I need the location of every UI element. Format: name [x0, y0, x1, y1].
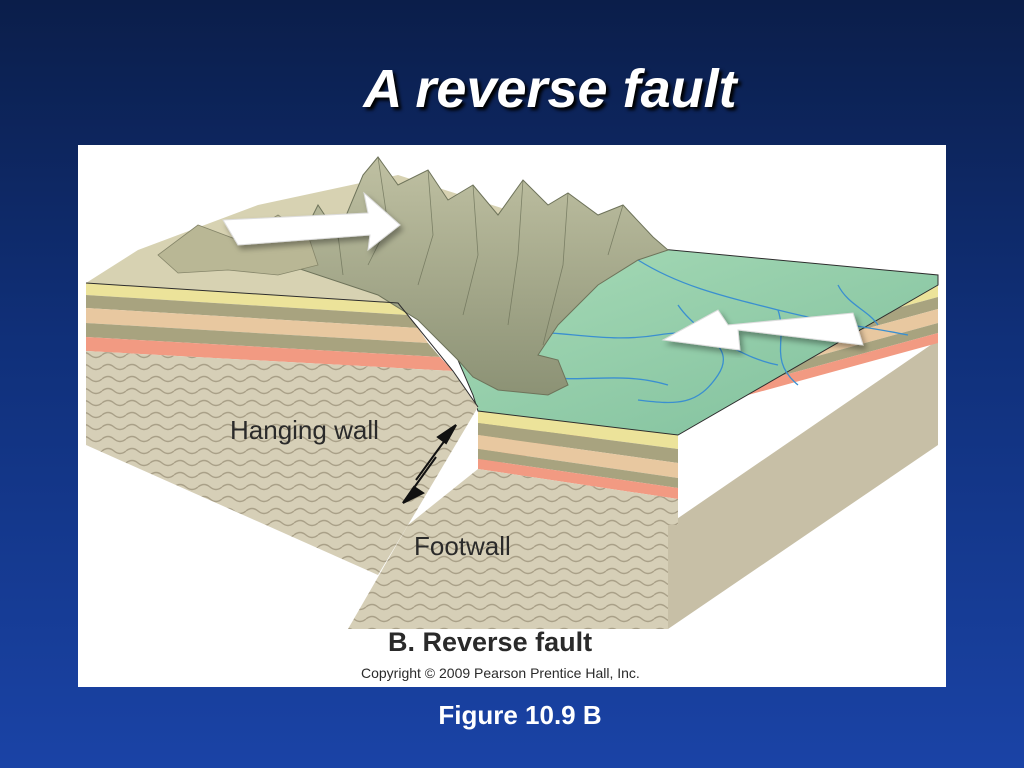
figure-caption: Figure 10.9 B — [438, 700, 602, 730]
fault-motion-arrows-icon — [402, 424, 457, 504]
footwall-label: Footwall — [414, 531, 511, 561]
fault-scarp — [85, 282, 479, 408]
diagram-subtitle: B. Reverse fault — [388, 627, 592, 657]
compression-arrow-right-icon — [661, 309, 864, 351]
slide-title: A reverse fault — [363, 59, 737, 119]
copyright-notice: Copyright © 2009 Pearson Prentice Hall, … — [361, 665, 640, 681]
figure-panel: Hanging wall Footwall B. Reverse fault C… — [78, 145, 946, 687]
hanging-wall-label: Hanging wall — [230, 415, 379, 445]
compression-arrow-left-icon — [222, 191, 401, 252]
reverse-fault-diagram: Hanging wall Footwall B. Reverse fault C… — [85, 156, 939, 681]
